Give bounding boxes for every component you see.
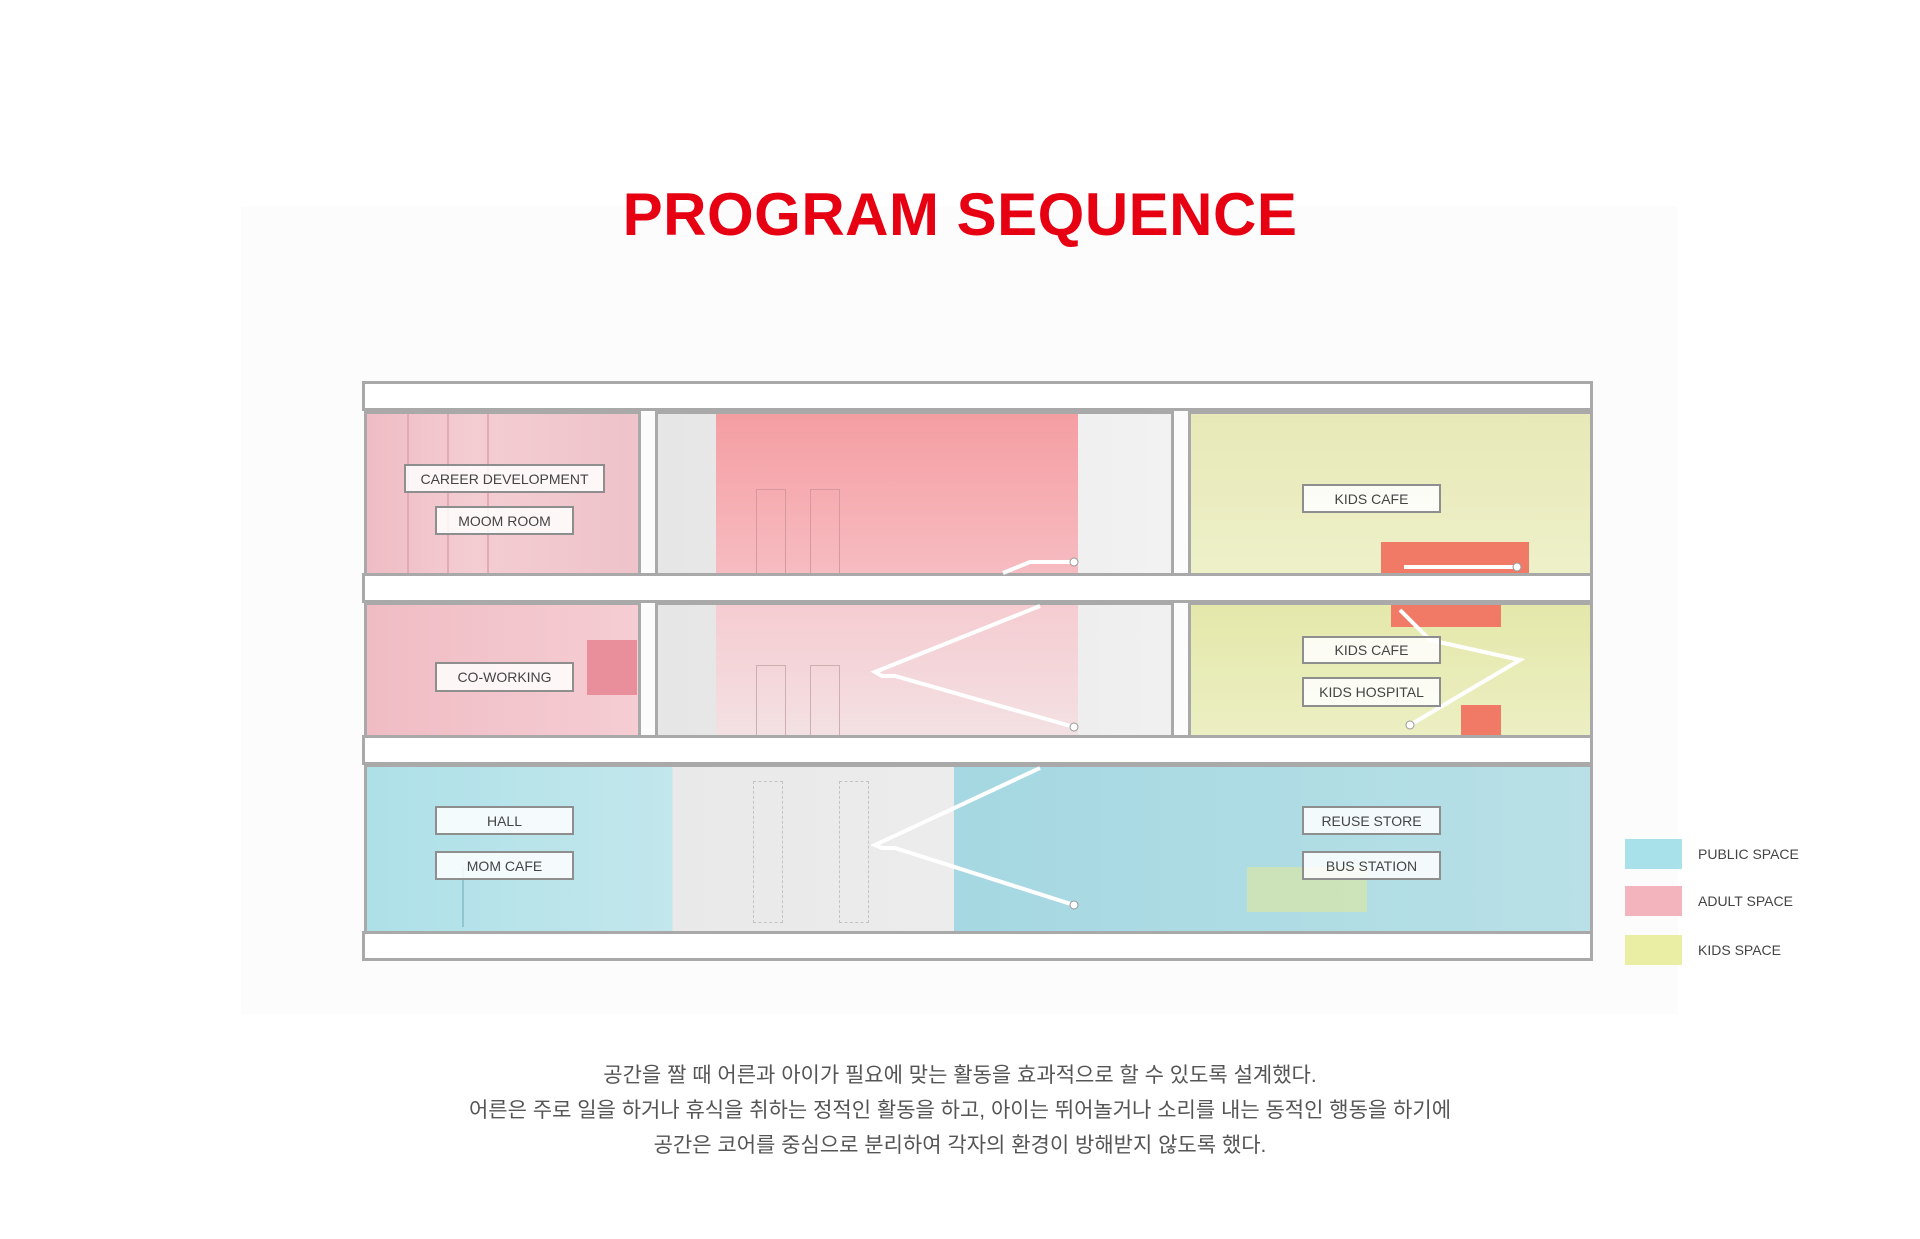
core-band <box>716 414 1078 573</box>
room-label-co-working: CO-WORKING <box>435 662 574 692</box>
legend-label-adult: ADULT SPACE <box>1698 893 1793 909</box>
room-label-moom-room: MOOM ROOM <box>435 506 574 535</box>
column <box>462 867 464 927</box>
page-title: PROGRAM SEQUENCE <box>622 181 1298 248</box>
room-label-mom-cafe: MOM CAFE <box>435 851 574 880</box>
room-label-hall: HALL <box>435 806 574 835</box>
ground-floor-public <box>364 764 1593 934</box>
elevator-icon <box>810 665 840 735</box>
legend-swatch-public <box>1625 839 1682 869</box>
room-label-kids-cafe-3f: KIDS CAFE <box>1302 484 1441 513</box>
legend-swatch-adult <box>1625 886 1682 916</box>
room-label-bus-station: BUS STATION <box>1302 851 1441 880</box>
window-mullion <box>407 414 409 573</box>
path-floor-3 <box>1002 560 1074 575</box>
wall-panel <box>587 640 637 695</box>
core-band <box>716 605 1078 735</box>
description: 공간을 짤 때 어른과 아이가 필요에 맞는 활동을 효과적으로 할 수 있도록… <box>0 1058 1920 1163</box>
path-node <box>1069 557 1079 567</box>
core-floor-2 <box>655 602 1174 738</box>
description-line: 공간은 코어를 중심으로 분리하여 각자의 환경이 방해받지 않도록 했다. <box>653 1134 1267 1157</box>
path-node <box>1069 722 1079 732</box>
elevator-icon <box>756 489 786 573</box>
play-structure <box>1391 605 1501 627</box>
room-label-reuse-store: REUSE STORE <box>1302 806 1441 835</box>
room-label-kids-cafe-2f: KIDS CAFE <box>1302 636 1441 664</box>
description-line: 어른은 주로 일을 하거나 휴식을 취하는 정적인 활동을 하고, 아이는 뛰어… <box>468 1099 1452 1122</box>
path-floor-2 <box>870 604 1075 729</box>
path-node <box>1069 900 1079 910</box>
legend-label-public: PUBLIC SPACE <box>1698 846 1799 862</box>
path-node <box>1405 720 1415 730</box>
path-node <box>1512 562 1522 572</box>
roof-slab <box>362 381 1593 411</box>
elevator-icon <box>753 781 783 923</box>
description-line: 공간을 짤 때 어른과 아이가 필요에 맞는 활동을 효과적으로 할 수 있도록… <box>603 1064 1317 1087</box>
path-kids-2f <box>1398 608 1526 727</box>
ground-slab <box>362 931 1593 961</box>
kids-hospital-room <box>1188 602 1593 738</box>
elevator-icon <box>810 489 840 573</box>
legend-swatch-kids <box>1625 935 1682 965</box>
window-mullion <box>447 414 449 573</box>
career-development-room <box>364 411 641 576</box>
room-label-career-development: CAREER DEVELOPMENT <box>404 464 605 493</box>
play-structure <box>1461 705 1501 735</box>
core-floor-3 <box>655 411 1174 576</box>
path-floor-1 <box>870 766 1075 907</box>
room-label-kids-hospital: KIDS HOSPITAL <box>1302 677 1441 707</box>
window-mullion <box>487 414 489 573</box>
elevator-icon <box>756 665 786 735</box>
elevator-icon <box>839 781 869 923</box>
legend-label-kids: KIDS SPACE <box>1698 942 1781 958</box>
